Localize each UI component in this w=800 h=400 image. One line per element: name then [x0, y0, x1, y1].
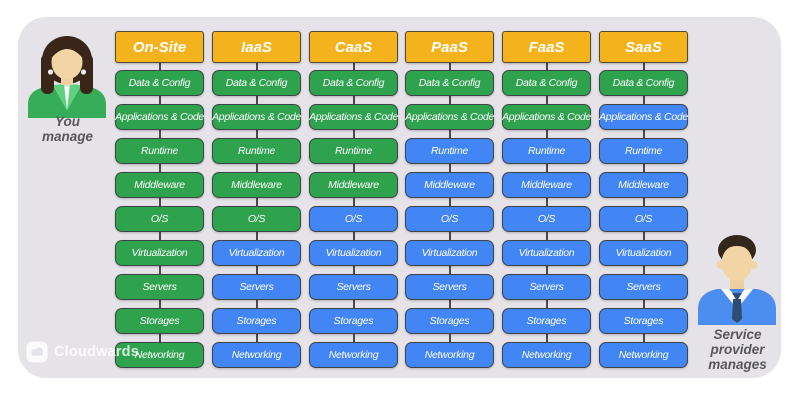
- layer-box: Middleware: [599, 172, 688, 198]
- you-manage-label: You manage: [41, 114, 94, 145]
- layer-box: Networking: [502, 342, 591, 368]
- column-header-on-site: On-Site: [115, 31, 204, 63]
- layer-box: Networking: [115, 342, 204, 368]
- layer-box: Runtime: [502, 138, 591, 164]
- column-header-saas: SaaS: [599, 31, 688, 63]
- layer-box: Virtualization: [115, 240, 204, 266]
- provider-manages-label: Service provider manages: [708, 327, 767, 373]
- layer-box: Networking: [405, 342, 494, 368]
- layer-box: Applications & Code: [212, 104, 301, 130]
- column-header-iaas: IaaS: [212, 31, 301, 63]
- layer-box: Applications & Code: [309, 104, 398, 130]
- man-service-provider-icon: [698, 235, 776, 325]
- layer-box: Data & Config: [599, 70, 688, 96]
- layer-box: Data & Config: [405, 70, 494, 96]
- layer-box: Applications & Code: [405, 104, 494, 130]
- layer-box: Middleware: [502, 172, 591, 198]
- layer-box: Servers: [212, 274, 301, 300]
- layer-box: Runtime: [212, 138, 301, 164]
- layer-box: Servers: [599, 274, 688, 300]
- layer-box: Servers: [502, 274, 591, 300]
- layer-box: O/S: [115, 206, 204, 232]
- layer-box: Storages: [115, 308, 204, 334]
- layer-box: Runtime: [405, 138, 494, 164]
- cloud-badge-icon: [26, 341, 48, 363]
- layer-box: Servers: [115, 274, 204, 300]
- layer-box: Data & Config: [502, 70, 591, 96]
- layer-box: Middleware: [212, 172, 301, 198]
- layer-box: Data & Config: [212, 70, 301, 96]
- layer-box: O/S: [599, 206, 688, 232]
- layer-box: Storages: [212, 308, 301, 334]
- layer-box: Networking: [309, 342, 398, 368]
- layer-box: O/S: [309, 206, 398, 232]
- layer-box: Virtualization: [309, 240, 398, 266]
- layer-box: Applications & Code: [599, 104, 688, 130]
- layer-box: Middleware: [405, 172, 494, 198]
- layer-box: Networking: [599, 342, 688, 368]
- layer-box: O/S: [502, 206, 591, 232]
- layer-box: Runtime: [115, 138, 204, 164]
- layer-box: O/S: [212, 206, 301, 232]
- column-header-paas: PaaS: [405, 31, 494, 63]
- layer-box: Storages: [502, 308, 591, 334]
- layer-box: Data & Config: [115, 70, 204, 96]
- layer-box: Virtualization: [212, 240, 301, 266]
- layer-box: O/S: [405, 206, 494, 232]
- layer-box: Applications & Code: [115, 104, 204, 130]
- column-header-caas: CaaS: [309, 31, 398, 63]
- layer-box: Storages: [309, 308, 398, 334]
- layer-box: Applications & Code: [502, 104, 591, 130]
- layer-box: Runtime: [309, 138, 398, 164]
- layer-box: Runtime: [599, 138, 688, 164]
- layer-box: Storages: [599, 308, 688, 334]
- layer-box: Middleware: [115, 172, 204, 198]
- layer-box: Virtualization: [502, 240, 591, 266]
- logo-text: Cloudwards: [54, 344, 139, 360]
- layer-box: Virtualization: [599, 240, 688, 266]
- column-header-faas: FaaS: [502, 31, 591, 63]
- layer-box: Virtualization: [405, 240, 494, 266]
- layer-box: Servers: [405, 274, 494, 300]
- layer-box: Networking: [212, 342, 301, 368]
- layer-box: Servers: [309, 274, 398, 300]
- layer-box: Middleware: [309, 172, 398, 198]
- layer-box: Storages: [405, 308, 494, 334]
- layer-box: Data & Config: [309, 70, 398, 96]
- cloudwards-logo: Cloudwards: [26, 341, 139, 363]
- woman-user-icon: [28, 36, 106, 118]
